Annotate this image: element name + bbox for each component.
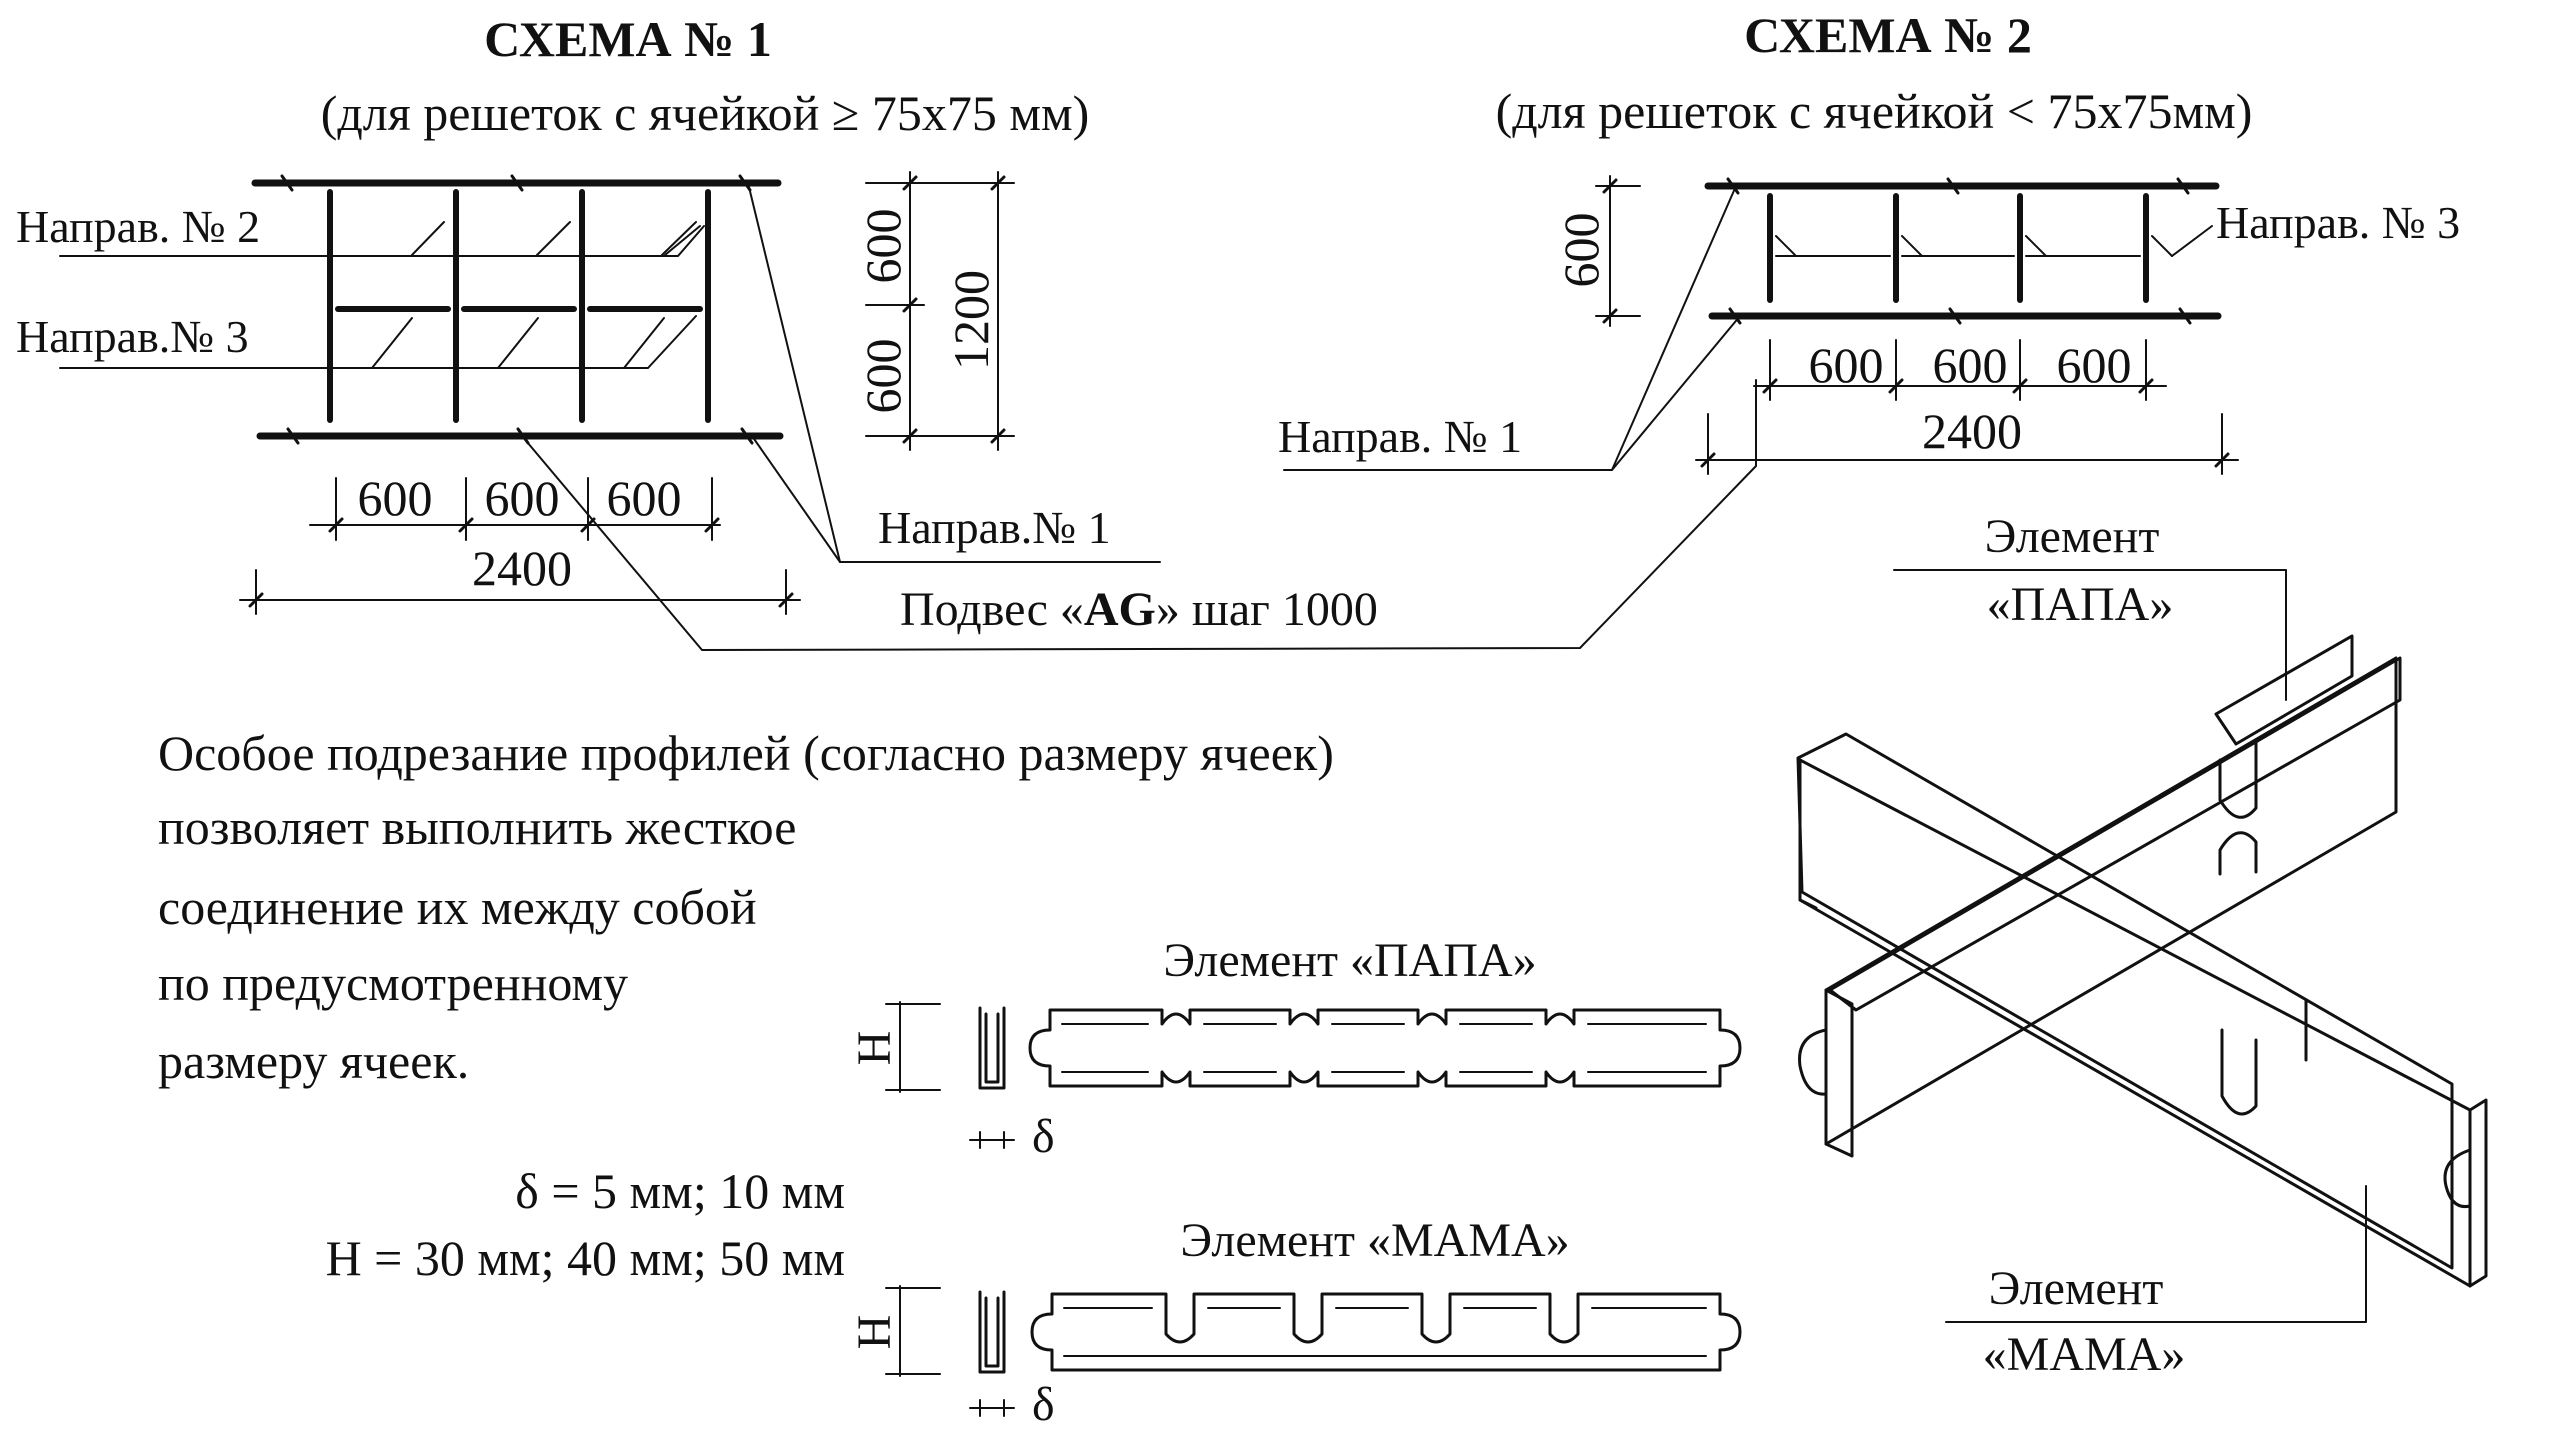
scheme-2-dim-total: 2400 [1922, 403, 2022, 459]
suspension-callout: Подвес «AG» шаг 1000 [521, 379, 1757, 651]
scheme-1-dim-v2: 600 [855, 339, 911, 414]
element-papa-label: Элемент «ПАПА» [1163, 934, 1536, 987]
scheme-1-vdim-ticks [902, 175, 1006, 444]
scheme-2-label-dir3: Направ. № 3 [2216, 197, 2460, 248]
iso-mama-leader [1945, 1185, 2367, 1323]
scheme-2-dim-ticks-600s [1762, 378, 2154, 394]
scheme-1-subtitle: (для решеток с ячейкой ≥ 75х75 мм) [321, 85, 1090, 141]
mama-cross-section [978, 1290, 1006, 1374]
scheme-1-vdim-ext [865, 182, 1015, 437]
scheme-1-leader-dir3 [59, 315, 697, 369]
iso-mama-label-line-1: Элемент [1989, 1262, 2164, 1315]
scheme-1-dim-v-total: 1200 [943, 270, 999, 370]
iso-papa-upper-tab [2214, 634, 2354, 746]
scheme-1-dim-tick-2400-left [248, 592, 264, 608]
description-line-2: позволяет выполнить жесткое [158, 799, 796, 855]
element-mama-label: Элемент «МАМА» [1180, 1214, 1569, 1267]
description-line-1: Особое подрезание профилей (согласно раз… [158, 725, 1334, 781]
isometric-joint: Элемент «ПАПА» Элемент «МАМА» [1796, 510, 2488, 1381]
mama-profile-outline [1030, 1292, 1742, 1372]
iso-mama-back-face [1796, 732, 2454, 1270]
scheme-1-label-dir2: Направ. № 2 [16, 201, 260, 252]
scheme-2-subtitle: (для решеток с ячейкой < 75х75мм) [1496, 83, 2253, 139]
iso-mama-slot [2220, 1028, 2258, 1116]
scheme-2-rail-ticks [1726, 177, 2192, 325]
scheme-1-dim-ticks-600s [328, 517, 720, 533]
papa-profile-outline [1028, 1008, 1742, 1088]
scheme-2-dim-w1: 600 [1809, 337, 1884, 393]
scheme-2-hatching [1775, 235, 2173, 257]
scheme-1: СХЕМА № 1 (для решеток с ячейкой ≥ 75х75… [16, 11, 1161, 615]
scheme-2-vdim-tick-top [1602, 178, 1618, 194]
iso-papa-slot-bottom [2218, 831, 2258, 876]
iso-papa-leader [1893, 569, 2287, 701]
iso-mama-profile [1796, 732, 2488, 1288]
scheme-1-leader-dir1-b [751, 435, 841, 563]
spec-delta: δ = 5 мм; 10 мм [515, 1163, 845, 1219]
element-mama-elevation: Элемент «МАМА» Н δ [848, 1214, 1742, 1429]
scheme-1-dim-w1: 600 [358, 470, 433, 526]
scheme-1-dim-tick-2400-right [778, 592, 794, 608]
scheme-2-dim-v: 600 [1553, 213, 1609, 288]
scheme-2-leader-dir3 [2171, 225, 2213, 257]
scheme-2: СХЕМА № 2 (для решеток с ячейкой < 75х75… [1278, 7, 2460, 475]
scheme-1-title: СХЕМА № 1 [484, 11, 772, 67]
mama-profile-inner [1063, 1307, 1707, 1357]
scheme-2-dim-w2: 600 [1933, 337, 2008, 393]
scheme-2-dim-tick-2400-left [1700, 452, 1716, 468]
iso-papa-end-notch [1798, 1028, 1828, 1096]
iso-papa-slot-top [2218, 738, 2258, 819]
iso-papa-label-line-1: Элемент [1985, 510, 2160, 563]
description-block: Особое подрезание профилей (согласно раз… [158, 725, 1334, 1286]
scheme-1-leader-dir2 [59, 225, 705, 257]
description-line-5: размеру ячеек. [158, 1033, 469, 1089]
scheme-1-hatching [371, 221, 701, 369]
scheme-1-vertical-profiles [327, 189, 711, 423]
mama-delta-symbol: δ [1032, 1378, 1055, 1429]
scheme-1-label-dir1: Направ.№ 1 [878, 502, 1111, 553]
scheme-1-dim-total: 2400 [472, 540, 572, 596]
description-line-3: соединение их между собой [158, 879, 757, 935]
spec-height: Н = 30 мм; 40 мм; 50 мм [326, 1230, 845, 1286]
description-line-4: по предусмотренному [158, 955, 628, 1011]
scheme-1-dim-w2: 600 [485, 470, 560, 526]
suspension-leader [521, 379, 1757, 651]
iso-mama-flange [1798, 898, 2488, 1288]
iso-mama-front-face [1798, 758, 2472, 1288]
scheme-2-vertical-profiles [1767, 193, 2149, 303]
scheme-2-dim-tick-2400-right [2214, 452, 2230, 468]
iso-papa-top-face [1828, 656, 2402, 1012]
iso-mama-label-line-2: «МАМА» [1983, 1328, 2186, 1381]
papa-profile-inner [1061, 1023, 1707, 1073]
scheme-2-leader-dir1-b [1611, 315, 1741, 471]
papa-h-symbol: Н [848, 1031, 901, 1066]
scheme-1-label-dir3: Направ.№ 3 [16, 311, 249, 362]
element-papa-elevation: Элемент «ПАПА» Н δ [848, 934, 1742, 1163]
iso-papa-profile [1798, 634, 2402, 1158]
scheme-1-dim-w3: 600 [607, 470, 682, 526]
scheme-2-dim-ext-600s [1769, 339, 2147, 401]
papa-cross-section [978, 1006, 1006, 1090]
suspension-label: Подвес «AG» шаг 1000 [900, 583, 1378, 636]
iso-papa-label-line-2: «ПАПА» [1987, 578, 2174, 631]
scheme-2-vdim-tick-bottom [1602, 308, 1618, 324]
papa-delta-symbol: δ [1032, 1110, 1055, 1163]
scheme-1-dim-ext-600s [335, 477, 713, 541]
mama-h-symbol: Н [848, 1315, 901, 1350]
iso-mama-end-notch [2443, 1148, 2472, 1209]
scheme-1-dim-v1: 600 [855, 209, 911, 284]
scheme-2-label-dir1: Направ. № 1 [1278, 411, 1522, 462]
scheme-2-title: СХЕМА № 2 [1744, 7, 2032, 63]
scheme-2-dim-w3: 600 [2057, 337, 2132, 393]
